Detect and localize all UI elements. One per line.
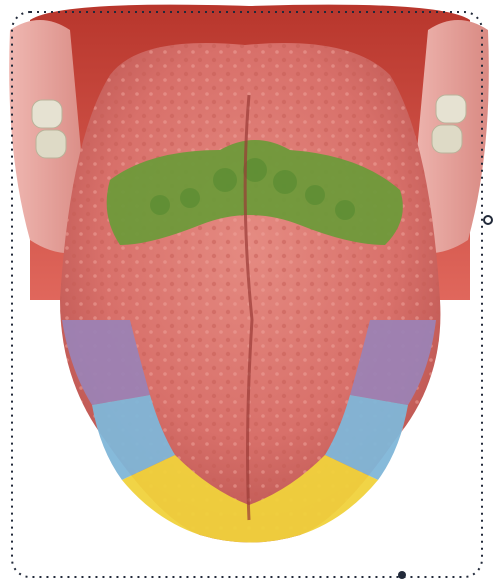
- frame-dot-bottom: [398, 571, 406, 579]
- frame-dot-top-right: [484, 216, 492, 224]
